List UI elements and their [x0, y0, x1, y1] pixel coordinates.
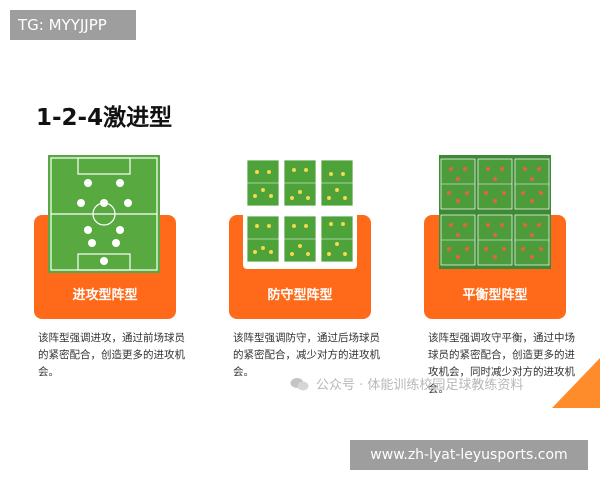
watermark: 公众号 · 体能训练校园足球教练资料 [290, 374, 523, 393]
card-description: 该阵型强调防守，通过后场球员 的紧密配合，减少对方的进攻机 会。 [233, 330, 393, 381]
card-label: 平衡型阵型 [462, 288, 528, 303]
desc-line: 会。 [233, 366, 254, 378]
pitch-diagram [48, 155, 160, 273]
desc-line: 该阵型强调防守，通过后场球员 [233, 332, 380, 344]
card-description: 该阵型强调进攻，通过前场球员 的紧密配合，创造更多的进攻机 会。 [38, 330, 198, 381]
desc-line: 会。 [38, 366, 59, 378]
desc-line: 会。 [428, 383, 449, 395]
page-title: 1-2-4激进型 [36, 105, 173, 131]
desc-line: 的紧密配合，创造更多的进攻机 [38, 349, 185, 361]
pitch-diagram [247, 160, 353, 263]
pitch-diagram [439, 155, 551, 269]
desc-line: 的紧密配合，减少对方的进攻机 [233, 349, 380, 361]
url-label: www.zh-lyat-leyusports.com [350, 440, 588, 470]
desc-line: 该阵型强调进攻，通过前场球员 [38, 332, 185, 344]
wechat-icon [290, 377, 309, 390]
tag-label: TG: MYYJJPP [10, 10, 136, 40]
corner-accent [552, 358, 600, 408]
desc-line: 该阵型强调攻守平衡，通过中场 [428, 332, 575, 344]
desc-line: 球员的紧密配合，创造更多的进 [428, 349, 575, 361]
card-label: 防守型阵型 [267, 288, 333, 303]
watermark-text: 公众号 · 体能训练校园足球教练资料 [316, 378, 524, 393]
card-label: 进攻型阵型 [72, 288, 138, 303]
desc-line: 攻机会，同时减少对方的进攻机 [428, 366, 575, 378]
card-description: 该阵型强调攻守平衡，通过中场 球员的紧密配合，创造更多的进 攻机会，同时减少对方… [428, 330, 588, 398]
